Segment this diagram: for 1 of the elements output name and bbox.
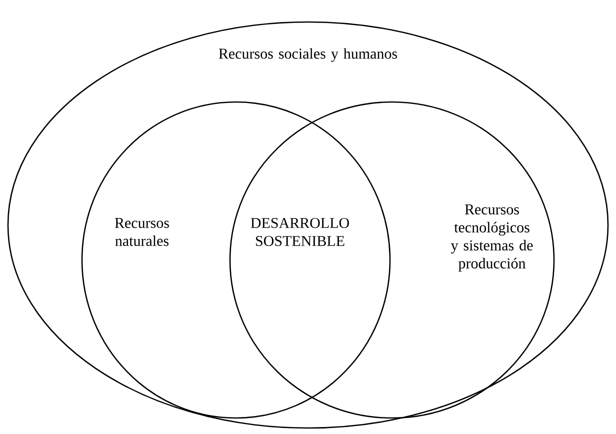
center-label: DESARROLLO SOSTENIBLE bbox=[250, 218, 349, 246]
